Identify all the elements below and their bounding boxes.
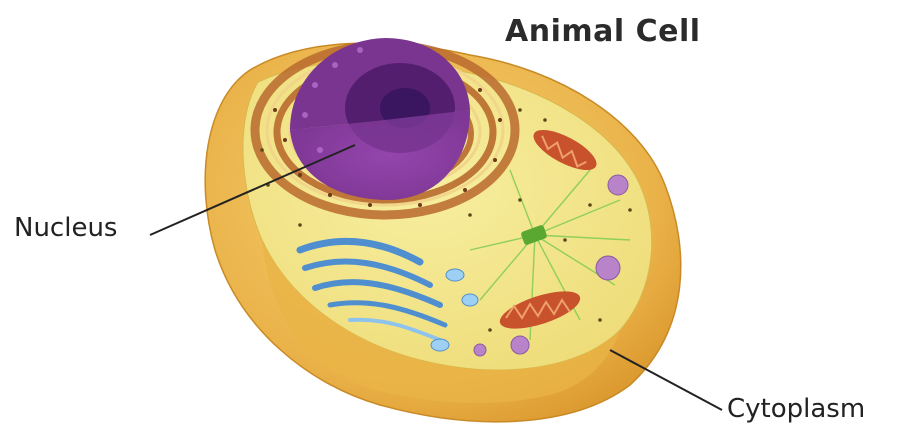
nucleus-label: Nucleus [14, 213, 117, 243]
diagram-title: Animal Cell [505, 14, 701, 49]
cytoplasm-label: Cytoplasm [727, 394, 865, 424]
